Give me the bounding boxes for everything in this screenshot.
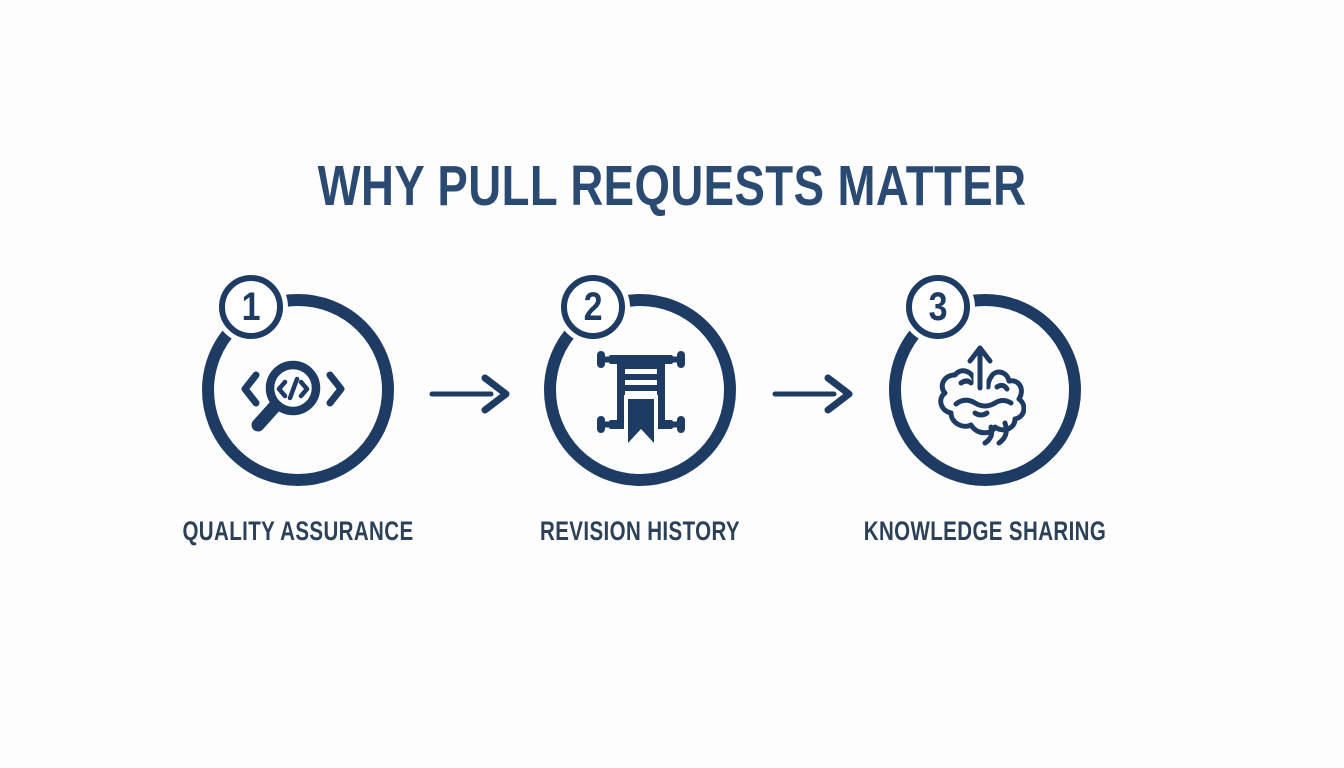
code-review-magnifier-icon (241, 360, 345, 432)
step-quality-assurance: 1 QUALITY ASSURANCE (182, 275, 413, 554)
step-label: REVISION HISTORY (508, 518, 771, 545)
arrow-right-icon (429, 374, 510, 414)
step-number-badge: 3 (906, 275, 970, 339)
brain-arrow-icon (938, 345, 1026, 446)
arrow-right-icon (772, 374, 853, 414)
step-label: QUALITY ASSURANCE (146, 518, 450, 545)
step-number-badge: 1 (219, 275, 283, 339)
step-label-text: KNOWLEDGE SHARING (863, 516, 1107, 546)
step-number-badge: 2 (561, 275, 625, 339)
step-knowledge-sharing: 3 KNOWLEDGE SHARING (864, 275, 1106, 554)
step-label-text: QUALITY ASSURANCE (182, 516, 414, 546)
step-number: 3 (928, 285, 948, 329)
page-title: WHY PULL REQUESTS MATTER (0, 158, 1344, 215)
step-revision-history: 2 (540, 275, 740, 554)
scroll-document-icon (597, 351, 685, 447)
page-title-text: WHY PULL REQUESTS MATTER (317, 154, 1027, 218)
step-number: 1 (241, 285, 261, 329)
step-number: 2 (583, 285, 603, 329)
step-label: KNOWLEDGE SHARING (826, 518, 1145, 545)
step-label-text: REVISION HISTORY (540, 516, 740, 546)
